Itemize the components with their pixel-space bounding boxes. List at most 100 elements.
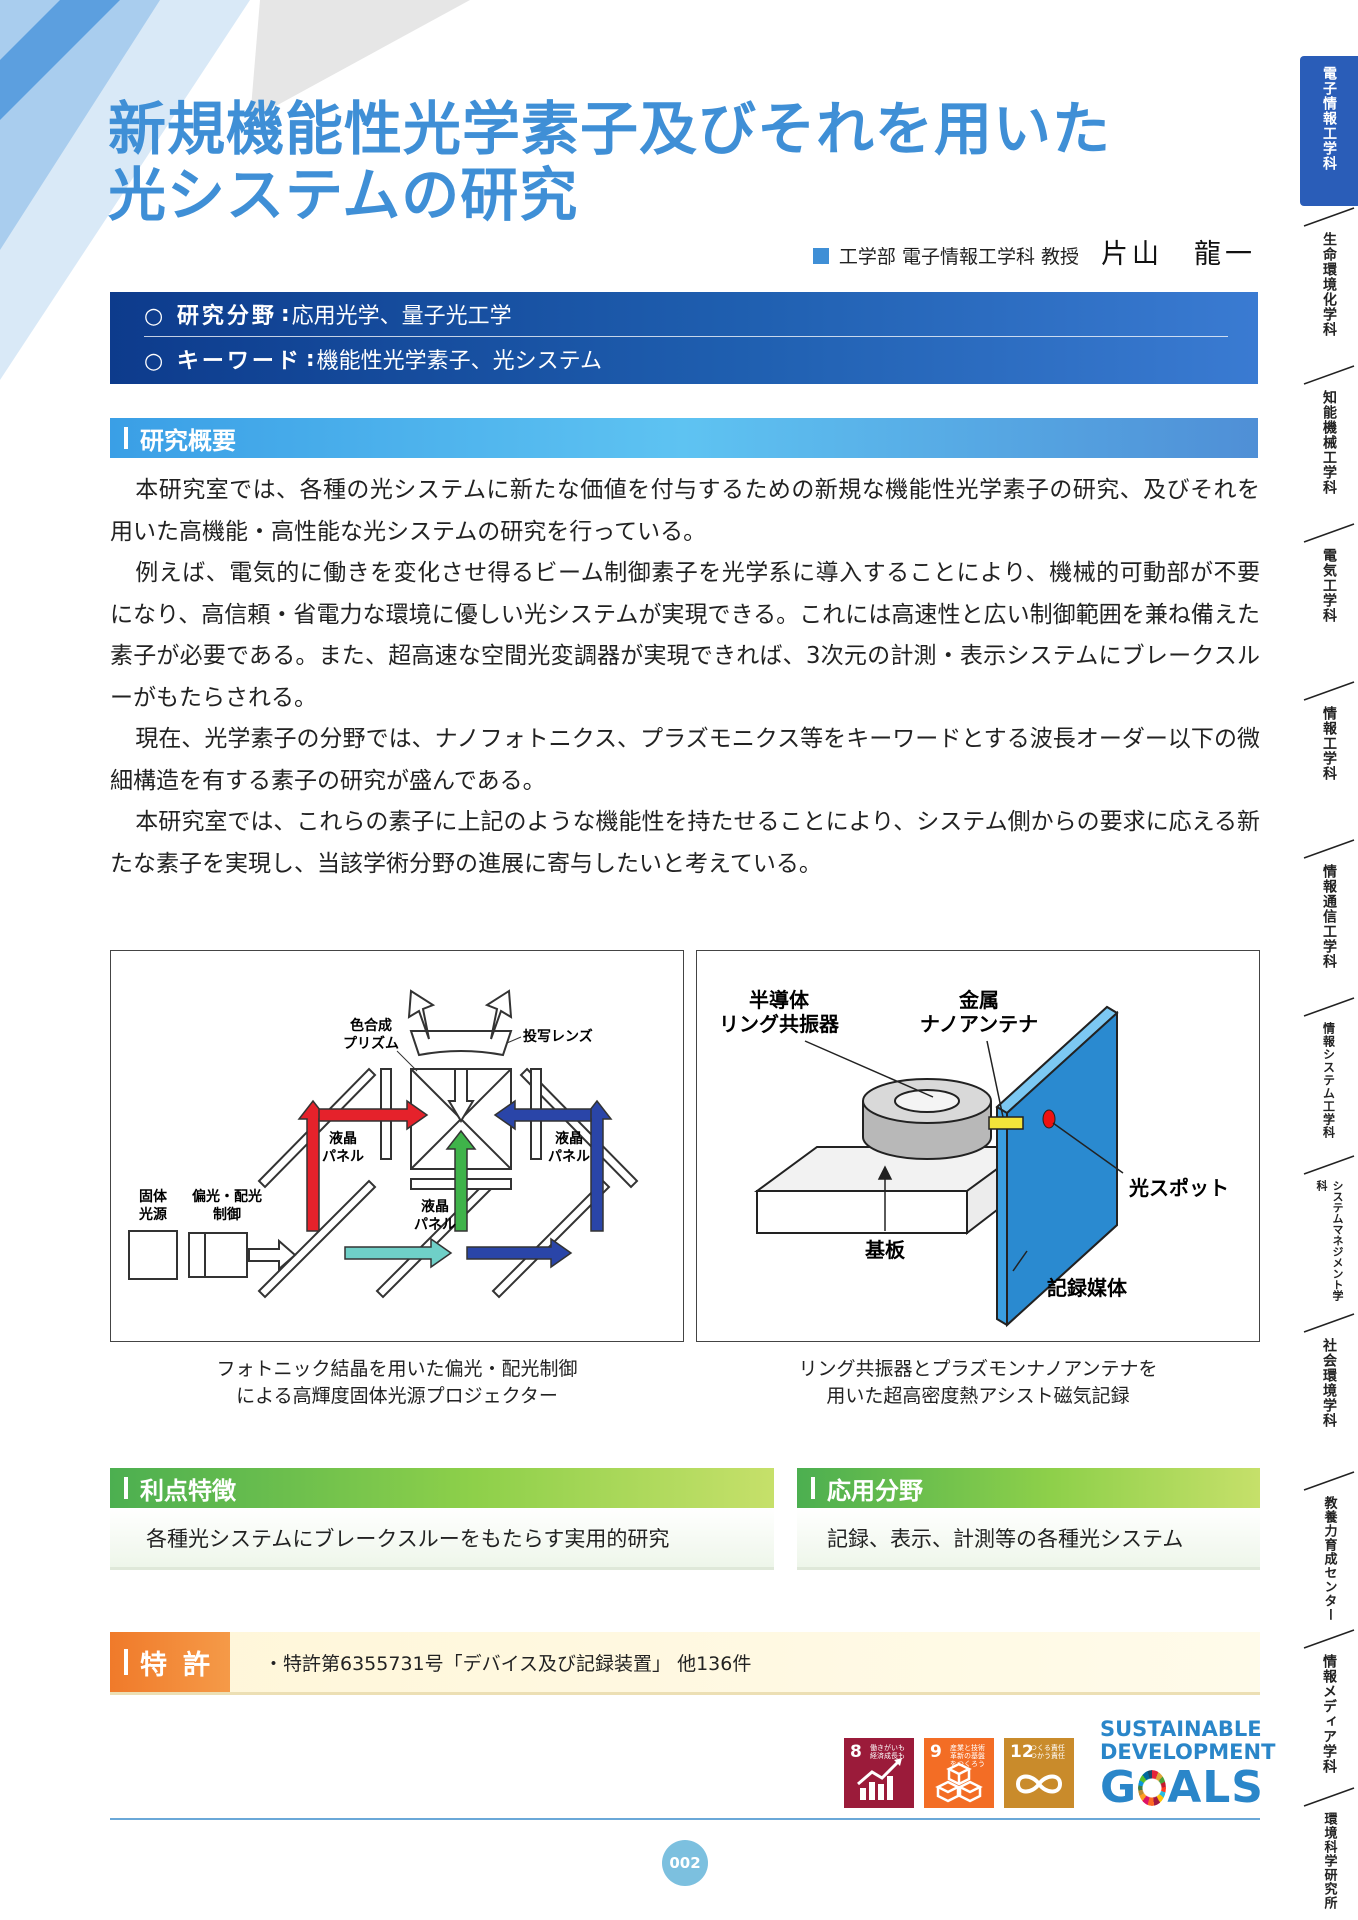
figure-recording: 半導体 リング共振器 金属 ナノアンテナ 光スポット 基板 記録媒体 — [696, 950, 1260, 1342]
sdg-caption: つくる責任つかう責任 — [1030, 1744, 1065, 1760]
label-panel-right-1: 液晶 — [555, 1130, 583, 1147]
research-field-separator: : — [280, 301, 290, 327]
sdgs-logo-g: G — [1100, 1762, 1138, 1813]
author-affiliation: 工学部 電子情報工学科 教授 — [838, 246, 1079, 268]
patent-text: ・特許第6355731号「デバイス及び記録装置」 他136件 — [264, 1652, 752, 1675]
sidebar-divider — [1303, 1787, 1355, 1807]
label-prism-1: 色合成 — [350, 1017, 392, 1034]
sidebar-item-electrical[interactable]: 電気工学科 — [1300, 548, 1358, 676]
green-arrow-up — [445, 1129, 477, 1232]
label-source-2: 光源 — [138, 1206, 167, 1223]
sidebar-item-communication[interactable]: 情報通信工学科 — [1300, 864, 1358, 992]
label-substrate: 基板 — [865, 1238, 906, 1262]
advantages-box: 各種光システムにブレークスルーをもたらす実用的研究 — [110, 1508, 774, 1570]
sidebar-divider — [1303, 1629, 1355, 1649]
lens-leader — [506, 1036, 522, 1044]
patent-heading-text: 特許 — [140, 1649, 226, 1681]
advantages-heading: 利点特徴 — [110, 1468, 774, 1508]
page-number: 002 — [662, 1840, 708, 1886]
overview-paragraph: 本研究室では、各種の光システムに新たな価値を付与するための新規な機能性光学素子の… — [110, 477, 1260, 545]
sdg-8-icon: 8 働きがいも経済成長も — [844, 1738, 914, 1808]
figure2-caption: リング共振器とプラズモンナノアンテナを 用いた超高密度熱アシスト磁気記録 — [696, 1356, 1260, 1410]
heading-bar-icon — [124, 427, 128, 449]
sdgs-logo: SUSTAINABLE DEVELOPMENT G ALS — [1100, 1718, 1276, 1812]
sdgs-logo-line2: DEVELOPMENT — [1100, 1740, 1276, 1764]
infinity-icon — [1015, 1774, 1063, 1794]
label-lens: 投写レンズ — [523, 1028, 593, 1045]
applications-heading-text: 応用分野 — [827, 1476, 923, 1505]
overview-heading-text: 研究概要 — [140, 426, 236, 455]
blue-arrow-left — [493, 1099, 592, 1131]
overview-paragraph: 本研究室では、これらの素子に上記のような機能性を持たせることにより、システム側か… — [110, 809, 1260, 877]
label-source-1: 固体 — [139, 1188, 168, 1205]
label-light-spot: 光スポット — [1128, 1176, 1229, 1200]
sdg-number: 9 — [930, 1742, 942, 1762]
figure1-caption-line: フォトニック結晶を用いた偏光・配光制御 — [216, 1358, 578, 1380]
sidebar-divider — [1303, 681, 1355, 701]
prism-leader — [396, 1050, 418, 1072]
sidebar-divider — [1303, 997, 1355, 1017]
sidebar-item-label: 電子情報工学科 — [1321, 66, 1337, 171]
department-sidebar: 電子情報工学科 生命環境化学科 知能機械工学科 電気工学科 情報工学科 情報通信… — [1300, 56, 1358, 1916]
sidebar-item-label: 電気工学科 — [1321, 548, 1337, 623]
label-semiconductor-2: リング共振器 — [719, 1012, 840, 1036]
sidebar-item-label: 教養力育成センター — [1321, 1496, 1337, 1622]
fields-divider — [144, 336, 1228, 337]
square-bullet-icon — [812, 248, 829, 264]
label-panel-center-1: 液晶 — [421, 1198, 449, 1215]
sidebar-item-label: 社会環境学科 — [1321, 1338, 1337, 1428]
sidebar-item-system-management[interactable]: システムマネジメント学科 — [1300, 1180, 1358, 1308]
corner-decoration — [0, 0, 470, 380]
growth-chart-icon — [857, 1758, 902, 1800]
label-metal-2: ナノアンテナ — [920, 1012, 1038, 1036]
advantages-heading-text: 利点特徴 — [140, 1476, 236, 1505]
sidebar-item-media[interactable]: 情報メディア学科 — [1300, 1654, 1358, 1782]
sidebar-item-label: 生命環境化学科 — [1321, 232, 1337, 337]
recording-medium — [995, 1005, 1119, 1328]
figure1-caption-line: による高輝度固体光源プロジェクター — [236, 1385, 558, 1407]
patent-band: 特許 ・特許第6355731号「デバイス及び記録装置」 他136件 — [110, 1632, 1260, 1695]
sdgs-wheel-icon — [1138, 1770, 1167, 1806]
sidebar-divider — [1303, 1155, 1355, 1175]
label-polarizer-2: 制御 — [213, 1206, 241, 1223]
sidebar-divider — [1303, 207, 1355, 227]
keyword-separator: : — [305, 346, 315, 372]
patent-heading: 特許 — [110, 1632, 230, 1692]
figure-leaders — [804, 1040, 1124, 1272]
sidebar-item-label: 情報メディア学科 — [1321, 1654, 1337, 1774]
sidebar-item-life-chemistry[interactable]: 生命環境化学科 — [1300, 232, 1358, 360]
label-semiconductor-1: 半導体 — [749, 988, 810, 1012]
sdgs-logo-line3: G ALS — [1100, 1764, 1264, 1812]
sidebar-item-social-environment[interactable]: 社会環境学科 — [1300, 1338, 1358, 1466]
output-arrows — [407, 989, 513, 1123]
sidebar-divider — [1303, 523, 1355, 543]
research-field-value: 応用光学、量子光工学 — [291, 304, 512, 329]
sidebar-item-information[interactable]: 情報工学科 — [1300, 706, 1358, 834]
label-panel-right-2: パネル — [548, 1149, 590, 1165]
sdg-caption: 働きがいも経済成長も — [870, 1744, 905, 1760]
projection-lens — [409, 1030, 513, 1057]
keyword-value: 機能性光学素子、光システム — [316, 349, 603, 374]
sidebar-divider — [1303, 1471, 1355, 1491]
sidebar-item-liberal-arts-center[interactable]: 教養力育成センター — [1300, 1496, 1358, 1624]
label-medium: 記録媒体 — [1047, 1276, 1128, 1300]
title-line-2: 光システムの研究 — [108, 161, 579, 229]
sdg-caption: 産業と技術革新の基盤をつくろう — [950, 1744, 985, 1768]
label-polarizer-1: 偏光・配光 — [192, 1188, 262, 1205]
sidebar-item-info-systems[interactable]: 情報システム工学科 — [1300, 1022, 1358, 1150]
sidebar-item-label: 知能機械工学科 — [1321, 390, 1337, 495]
recording-diagram: 半導体 リング共振器 金属 ナノアンテナ 光スポット 基板 記録媒体 — [719, 988, 1229, 1328]
research-field-row: ○ 研究分野 : 応用光学、量子光工学 — [144, 292, 1258, 336]
author-name: 片山 龍一 — [1101, 239, 1256, 270]
substrate-block — [753, 1145, 1031, 1236]
sidebar-item-mechanical[interactable]: 知能機械工学科 — [1300, 390, 1358, 518]
sidebar-item-env-science-institute[interactable]: 環境科学研究所 — [1300, 1812, 1358, 1916]
sdg-number: 12 — [1010, 1742, 1034, 1762]
author-line: 工学部 電子情報工学科 教授 片山 龍一 — [812, 232, 1256, 271]
label-metal-1: 金属 — [958, 988, 999, 1012]
page-title: 新規機能性光学素子及びそれを用いた 光システムの研究 — [108, 96, 1111, 228]
sdgs-logo-als: ALS — [1167, 1762, 1264, 1813]
keyword-row: ○ キーワード : 機能性光学素子、光システム — [144, 337, 1258, 381]
applications-text: 記録、表示、計測等の各種光システム — [827, 1526, 1184, 1551]
sidebar-item-electronics[interactable]: 電子情報工学科 — [1300, 56, 1358, 206]
